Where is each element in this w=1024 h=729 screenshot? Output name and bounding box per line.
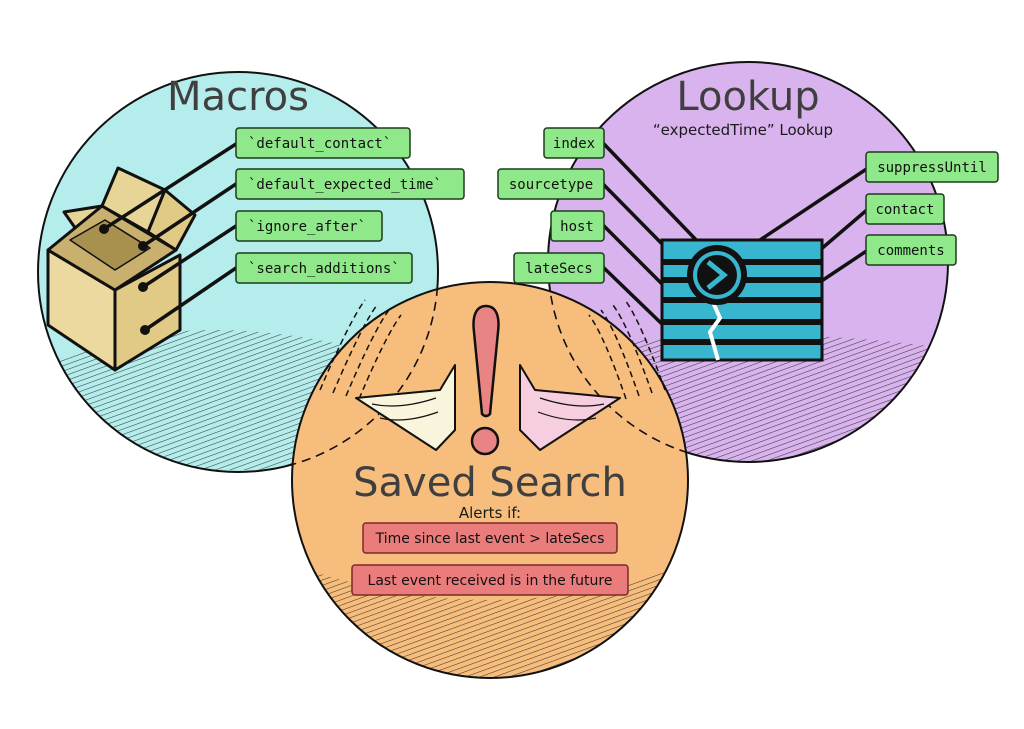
lookup-field-label: contact	[875, 202, 934, 218]
lookup-field-label: sourcetype	[509, 177, 593, 193]
lookup-field-label: host	[560, 219, 594, 235]
exclamation-icon	[470, 304, 500, 456]
lookup-field-label: index	[553, 136, 595, 152]
lookup-table-icon	[660, 238, 824, 362]
macro-tag: `default_contact`	[235, 127, 411, 159]
lookup-field: lateSecs	[513, 252, 605, 284]
saved-search-title: Saved Search	[353, 460, 627, 506]
macro-label: `default_contact`	[248, 136, 391, 152]
alert-condition: Time since last event > lateSecs	[362, 522, 618, 554]
lookup-field-label: lateSecs	[525, 261, 592, 277]
macro-label: `default_expected_time`	[248, 177, 442, 193]
macro-tag: `ignore_after`	[235, 210, 383, 242]
alert-condition-label: Time since last event > lateSecs	[375, 531, 605, 547]
lookup-field: index	[543, 127, 605, 159]
lookup-field: sourcetype	[497, 168, 605, 200]
lookup-overlap-arrow	[519, 364, 621, 451]
lookup-connectors	[602, 142, 870, 327]
lookup-field: suppressUntil	[865, 151, 999, 183]
lookup-subtitle: “expectedTime” Lookup	[653, 121, 833, 139]
overlap-outlines	[291, 281, 689, 473]
alert-condition-label: Last event received is in the future	[368, 573, 613, 589]
macros-connectors	[99, 142, 238, 335]
macro-label: `ignore_after`	[248, 219, 366, 235]
lookup-field-label: suppressUntil	[877, 160, 987, 176]
lookup-field: comments	[865, 234, 957, 266]
alert-condition: Last event received is in the future	[351, 564, 629, 596]
lookup-title: Lookup	[676, 74, 819, 120]
alerts-label: Alerts if:	[459, 504, 521, 522]
macro-tag: `search_additions`	[235, 252, 413, 284]
macros-overlap-arrow	[355, 364, 456, 451]
macros-title: Macros	[167, 74, 309, 120]
macro-label: `search_additions`	[248, 261, 400, 277]
macro-tag: `default_expected_time`	[235, 168, 465, 200]
lookup-field: host	[550, 210, 605, 242]
lookup-field-label: comments	[877, 243, 944, 259]
lookup-field: contact	[865, 193, 945, 225]
